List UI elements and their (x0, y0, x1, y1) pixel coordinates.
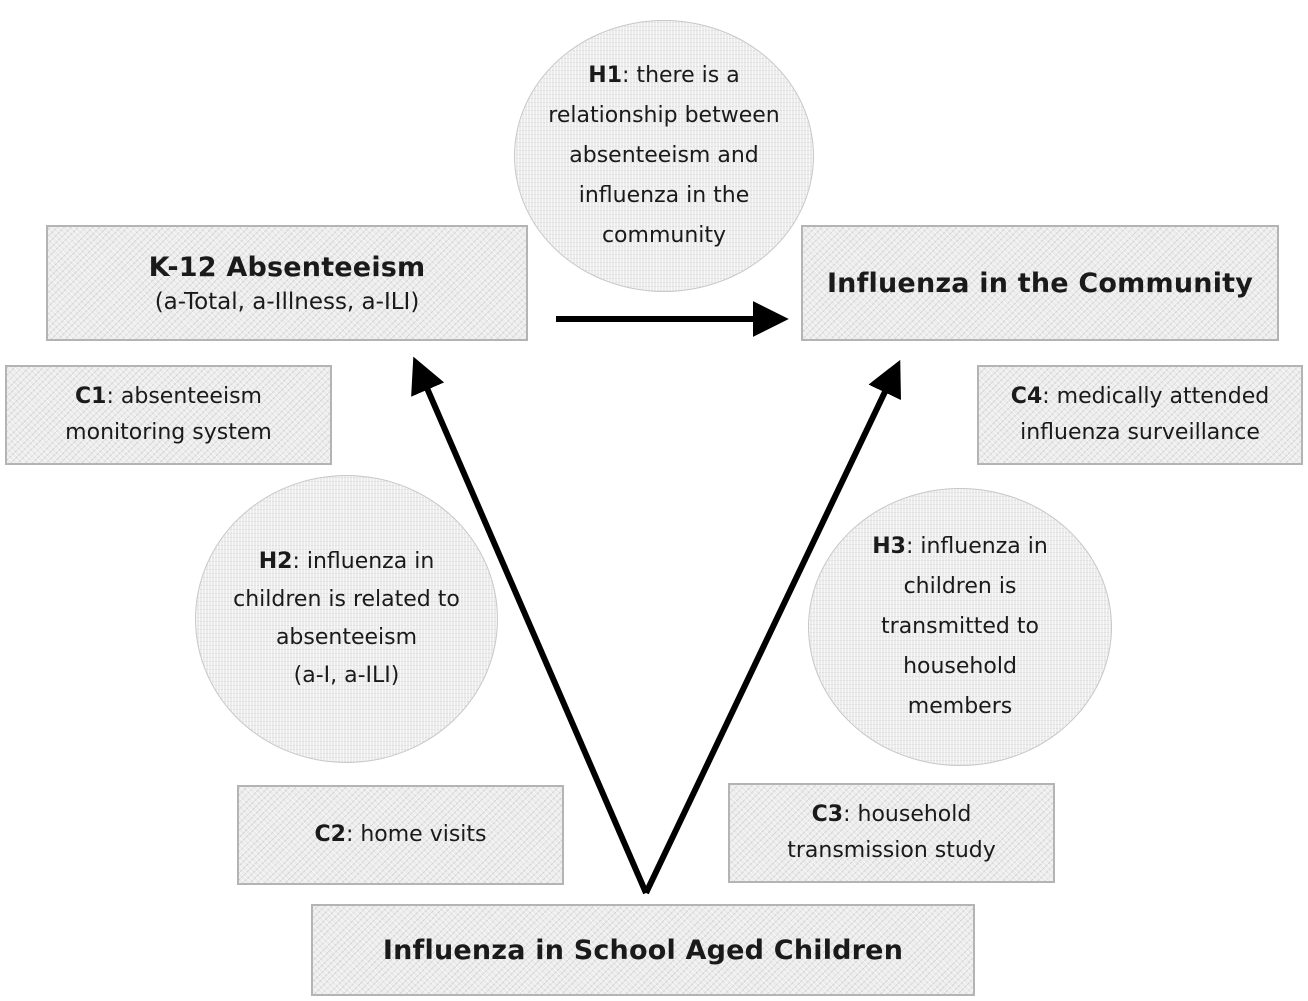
node-children-title: Influenza in School Aged Children (382, 934, 904, 966)
arrow-children-to-community (643, 359, 901, 895)
hypothesis-h2-line: : influenza in (292, 549, 435, 574)
hypothesis-h3-line: household (903, 654, 1017, 679)
hypothesis-h1-line: absenteeism and (569, 143, 759, 168)
node-children-box: Influenza in School Aged Children (311, 904, 975, 996)
component-c3-box: C3: household transmission study (728, 783, 1055, 883)
component-c4-label: C4 (1010, 384, 1043, 409)
hypothesis-h3-line: : influenza in (905, 534, 1048, 559)
node-absenteeism-subtitle: (a-Total, a-Illness, a-ILI) (154, 288, 420, 315)
component-c4-line: influenza surveillance (1020, 420, 1260, 445)
component-c4-box: C4: medically attended influenza surveil… (977, 365, 1303, 465)
component-c2-text: C2: home visits (314, 817, 486, 853)
hypothesis-h2-line: absenteeism (275, 625, 418, 650)
hypothesis-h3-circle: H3: influenza in children is transmitted… (808, 488, 1112, 766)
hypothesis-h1-label: H1 (588, 63, 623, 88)
component-c1-text: C1: absenteeism monitoring system (65, 379, 272, 451)
component-c4-line: : medically attended (1042, 384, 1270, 409)
component-c3-line: : household (843, 802, 972, 827)
hypothesis-h1-line: influenza in the (578, 183, 750, 208)
hypothesis-h3-label: H3 (872, 534, 906, 559)
component-c1-box: C1: absenteeism monitoring system (5, 365, 332, 465)
hypothesis-h3-line: children is (903, 574, 1017, 599)
component-c3-label: C3 (811, 802, 844, 827)
component-c3-text: C3: household transmission study (787, 797, 996, 869)
hypothesis-h2-text: H2: influenza in children is related to … (223, 543, 470, 695)
hypothesis-h3-line: members (907, 694, 1013, 719)
component-c3-line: transmission study (787, 838, 996, 863)
hypothesis-h1-line: relationship between (548, 103, 780, 128)
arrow-children-to-absenteeism (411, 356, 649, 895)
component-c1-line: monitoring system (65, 420, 272, 445)
component-c1-line: : absenteeism (106, 384, 262, 409)
node-community-box: Influenza in the Community (801, 225, 1279, 341)
hypothesis-h2-line: children is related to (233, 587, 460, 612)
component-c2-line: : home visits (345, 822, 487, 847)
component-c2-box: C2: home visits (237, 785, 564, 885)
node-community-title: Influenza in the Community (826, 267, 1254, 299)
hypothesis-h2-label: H2 (258, 549, 293, 574)
hypothesis-h1-text: H1: there is a relationship between abse… (538, 56, 789, 256)
hypothesis-h1-line: : there is a (622, 63, 740, 88)
hypothesis-h1-line: community (601, 223, 727, 248)
hypothesis-h1-circle: H1: there is a relationship between abse… (514, 20, 814, 292)
hypothesis-h3-text: H3: influenza in children is transmitted… (862, 527, 1058, 727)
node-absenteeism-box: K-12 Absenteeism (a-Total, a-Illness, a-… (46, 225, 528, 341)
hypothesis-h3-line: transmitted to (881, 614, 1039, 639)
component-c2-label: C2 (314, 822, 346, 847)
component-c4-text: C4: medically attended influenza surveil… (1011, 379, 1269, 451)
hypothesis-h2-line: (a-I, a-ILI) (293, 663, 400, 688)
node-absenteeism-title: K-12 Absenteeism (148, 251, 426, 283)
component-c1-label: C1 (75, 384, 107, 409)
hypothesis-h2-circle: H2: influenza in children is related to … (195, 475, 498, 763)
